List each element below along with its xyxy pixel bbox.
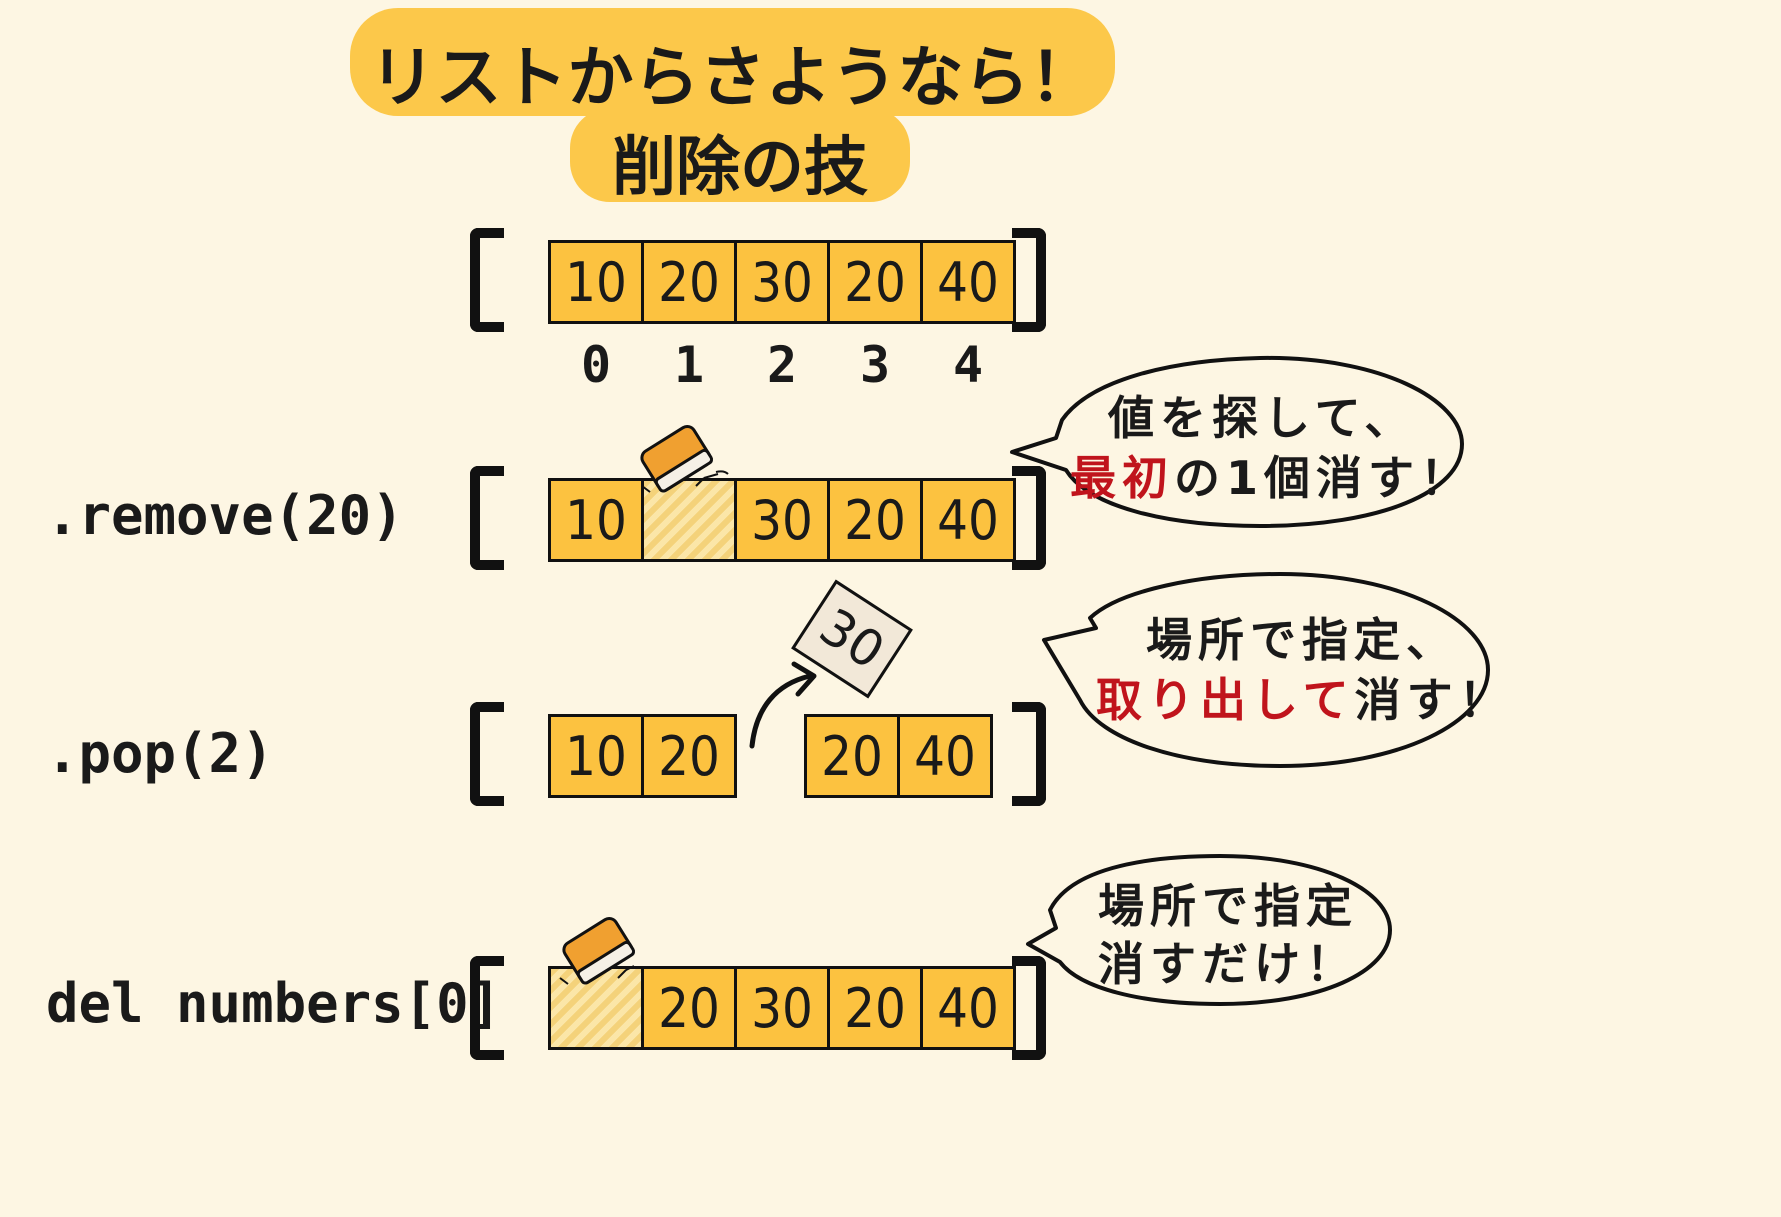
list-cell: 40 — [920, 240, 1016, 324]
index-row: 0 1 2 3 4 — [548, 336, 1016, 394]
list-cell: 20 — [641, 714, 737, 798]
pop-bubble-line1: 場所で指定、 — [1146, 613, 1458, 667]
list-cell: 30 — [734, 478, 830, 562]
del-list: 20 30 20 40 — [548, 966, 1016, 1050]
speech-bubble-del — [1026, 854, 1392, 1006]
list-cell: 40 — [920, 478, 1016, 562]
erase-marks — [641, 470, 729, 493]
remove-method-label: .remove(20) — [46, 484, 404, 547]
pop-list-left: 10 20 — [548, 714, 737, 798]
right-bracket — [1012, 702, 1046, 806]
del-statement-label: del numbers[0] — [46, 972, 502, 1035]
subtitle-highlight — [570, 108, 910, 202]
eraser-icon — [562, 916, 636, 985]
right-bracket — [1012, 956, 1046, 1060]
remove-bubble-line1: 値を探して、 — [1108, 391, 1417, 445]
list-cell: 20 — [641, 240, 737, 324]
erase-marks — [559, 965, 635, 985]
title: リストからさようなら！ — [369, 39, 1096, 116]
eraser-icon — [640, 424, 714, 493]
right-bracket — [1012, 228, 1046, 332]
left-bracket — [470, 956, 504, 1060]
erased-cell — [641, 478, 737, 562]
pop-list-right: 20 40 — [804, 714, 993, 798]
left-bracket — [470, 702, 504, 806]
index-label: 0 — [580, 336, 612, 394]
index-label: 1 — [673, 336, 705, 394]
index-label: 4 — [952, 336, 984, 394]
subtitle: 削除の技 — [612, 131, 868, 205]
list-cell: 30 — [734, 966, 830, 1050]
original-list: 10 20 30 20 40 — [548, 240, 1016, 324]
list-cell: 20 — [827, 240, 923, 324]
list-cell: 30 — [734, 240, 830, 324]
pop-bubble-line2: 取り出して消す！ — [1096, 664, 1511, 730]
pop-method-label: .pop(2) — [46, 722, 274, 785]
del-bubble-line2: 消すだけ！ — [1098, 937, 1358, 991]
remove-list: 10 30 20 40 — [548, 478, 1016, 562]
del-bubble-line1: 場所で指定 — [1098, 879, 1358, 933]
list-cell: 10 — [548, 478, 644, 562]
index-label: 2 — [766, 336, 798, 394]
index-label: 3 — [859, 336, 891, 394]
speech-bubble-remove — [1010, 355, 1464, 528]
list-cell: 40 — [897, 714, 993, 798]
list-cell: 20 — [641, 966, 737, 1050]
title-highlight — [350, 8, 1115, 116]
bubble-text: の1個消す！ — [1174, 451, 1473, 505]
list-cell: 40 — [920, 966, 1016, 1050]
list-cell: 20 — [804, 714, 900, 798]
right-bracket — [1012, 466, 1046, 570]
remove-bubble-line2: 最初の1個消す！ — [1070, 442, 1472, 508]
left-bracket — [470, 466, 504, 570]
left-bracket — [470, 228, 504, 332]
curved-arrow-icon — [749, 661, 817, 749]
bubble-text: 消す！ — [1354, 673, 1511, 727]
highlight-text: 最初 — [1070, 451, 1174, 505]
speech-bubble-pop — [1042, 572, 1490, 768]
highlight-text: 取り出して — [1096, 673, 1355, 727]
